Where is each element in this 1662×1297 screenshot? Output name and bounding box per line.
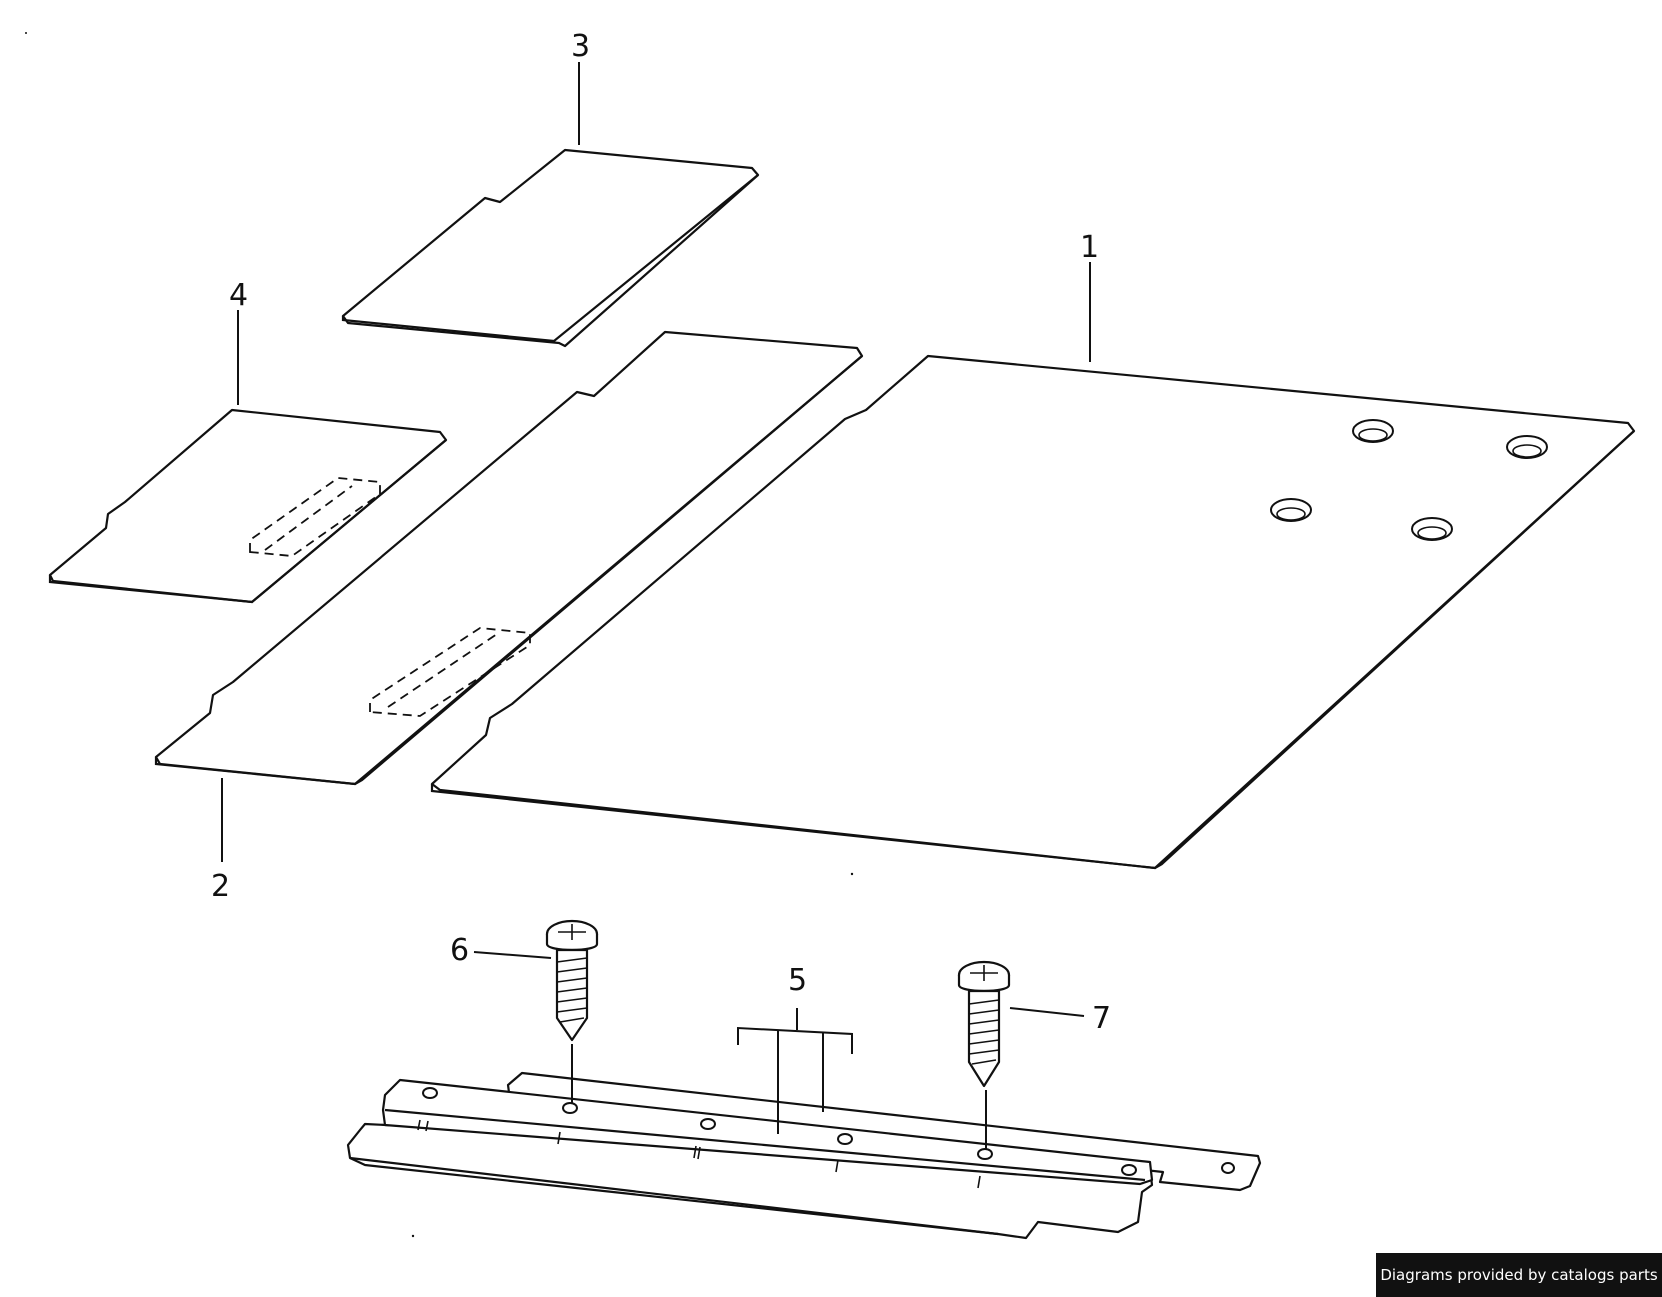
callout-1: 1 <box>1080 230 1099 265</box>
callout-5: 5 <box>788 963 807 998</box>
part-5-bracket-rail[interactable] <box>346 1071 1262 1240</box>
callout-4: 4 <box>229 278 248 313</box>
part-4-dashed-cutout <box>249 477 381 557</box>
part-4-plate[interactable] <box>48 408 448 604</box>
callout-7: 7 <box>1092 1001 1111 1036</box>
scan-specks <box>25 32 854 1238</box>
rail-holes <box>422 1087 1235 1176</box>
part-2-plate[interactable] <box>154 330 864 786</box>
credit-banner: Diagrams provided by catalogs parts <box>1376 1253 1662 1297</box>
leader-lines <box>221 62 1091 1134</box>
callout-6: 6 <box>450 933 469 968</box>
callout-3: 3 <box>571 29 590 64</box>
part-6-screw[interactable] <box>545 919 599 1104</box>
part-3-plate[interactable] <box>341 148 760 348</box>
part-7-screw[interactable] <box>957 960 1011 1150</box>
callout-2: 2 <box>211 869 230 904</box>
part-2-dashed-cutout <box>369 627 531 717</box>
callout-labels: 3 1 4 2 6 5 7 <box>211 29 1111 1036</box>
part-1-main-plate[interactable] <box>430 354 1636 870</box>
mounting-holes <box>1270 419 1548 541</box>
